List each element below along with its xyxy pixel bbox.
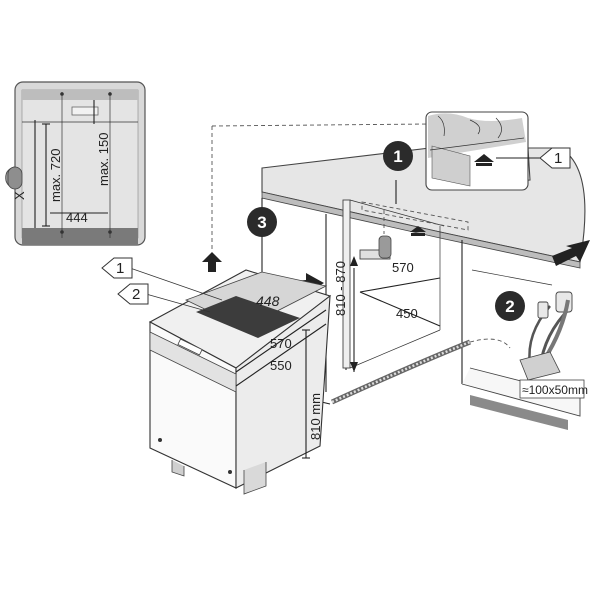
step-3-badge: 3 xyxy=(247,207,277,237)
dishwasher-dim-448: 448 xyxy=(256,293,280,309)
inset-panel: X max. 720 max. 150 444 xyxy=(5,81,146,246)
cabinet-dim-570: 570 xyxy=(392,260,414,275)
callout-1-detail: 1 xyxy=(539,147,571,169)
callout-1-dishwasher-label: 1 xyxy=(116,260,124,277)
step-3-label: 3 xyxy=(257,213,266,232)
dishwasher-dim-550: 550 xyxy=(270,358,292,373)
callout-2-dishwasher-label: 2 xyxy=(132,286,140,303)
inset-label-x: X xyxy=(12,191,27,200)
inset-dim-444: 444 xyxy=(66,210,88,225)
dishwasher: 448 570 550 810 mm xyxy=(148,252,332,495)
inset-dim-max-150: max. 150 xyxy=(96,133,111,186)
inset-dim-max-720: max. 720 xyxy=(48,149,63,202)
utility-dim-100x50: ≈100x50mm xyxy=(522,383,588,397)
callout-1-dishwasher: 1 xyxy=(101,257,133,279)
step-1-badge: 1 xyxy=(383,141,413,171)
step-1-label: 1 xyxy=(393,147,402,166)
step-2-label: 2 xyxy=(505,297,514,316)
dishwasher-dim-810mm: 810 mm xyxy=(308,393,323,440)
callout-2-dishwasher: 2 xyxy=(117,283,149,305)
callout-1-detail-label: 1 xyxy=(554,150,562,167)
cabinet-dim-810-870: 810 - 870 xyxy=(333,261,348,316)
callout-leaders xyxy=(129,267,223,313)
cabinet-dim-450: 450 xyxy=(396,306,418,321)
step-2-badge: 2 xyxy=(495,291,525,321)
dishwasher-dim-570: 570 xyxy=(270,336,292,351)
